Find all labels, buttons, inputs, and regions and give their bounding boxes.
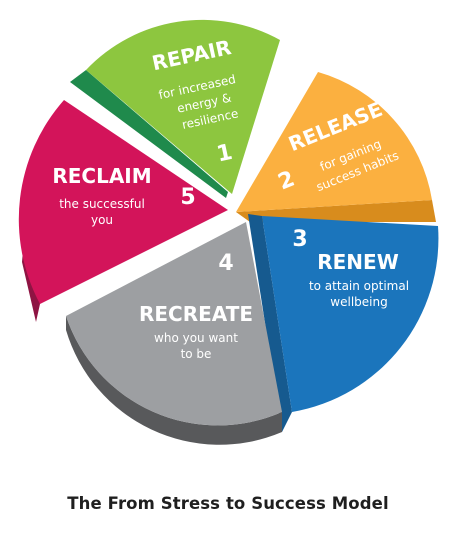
segment-renew-title: RENEW: [317, 250, 399, 274]
segment-recreate-face: [66, 222, 282, 426]
segment-recreate-subtitle-2: to be: [181, 347, 212, 361]
segment-recreate-side: [66, 316, 282, 445]
segment-renew-side: [248, 214, 292, 432]
segment-recreate-subtitle-1: who you want: [154, 331, 238, 345]
segment-renew: 3 RENEW to attain optimal wellbeing: [248, 214, 439, 432]
segment-recreate-title: RECREATE: [139, 302, 253, 326]
segment-reclaim: RECLAIM the successful you 5: [18, 100, 228, 322]
segment-reclaim-subtitle-2: you: [91, 213, 113, 227]
segment-release-face: [236, 72, 432, 212]
segment-renew-face: [262, 216, 439, 412]
segment-repair: REPAIR for increased energy & resilience…: [70, 19, 280, 198]
segment-renew-number: 3: [292, 227, 307, 252]
segment-release-side: [236, 200, 436, 222]
diagram-caption: The From Stress to Success Model: [67, 494, 389, 513]
segment-recreate: 4 RECREATE who you want to be: [66, 222, 282, 445]
segment-renew-subtitle-2: wellbeing: [330, 295, 387, 309]
segment-renew-subtitle-1: to attain optimal: [309, 279, 409, 293]
segment-reclaim-face: [18, 100, 228, 304]
segment-repair-number: 1: [215, 140, 235, 168]
segment-reclaim-subtitle-1: the successful: [59, 197, 145, 211]
segment-release: RELEASE for gaining success habits 2: [236, 72, 436, 222]
segment-repair-side: [70, 70, 228, 198]
segment-reclaim-number: 5: [180, 185, 195, 210]
segment-repair-face: [86, 19, 280, 194]
segment-recreate-number: 4: [218, 251, 233, 276]
segment-reclaim-title: RECLAIM: [52, 164, 151, 188]
stress-to-success-pie-diagram: REPAIR for increased energy & resilience…: [18, 19, 439, 445]
